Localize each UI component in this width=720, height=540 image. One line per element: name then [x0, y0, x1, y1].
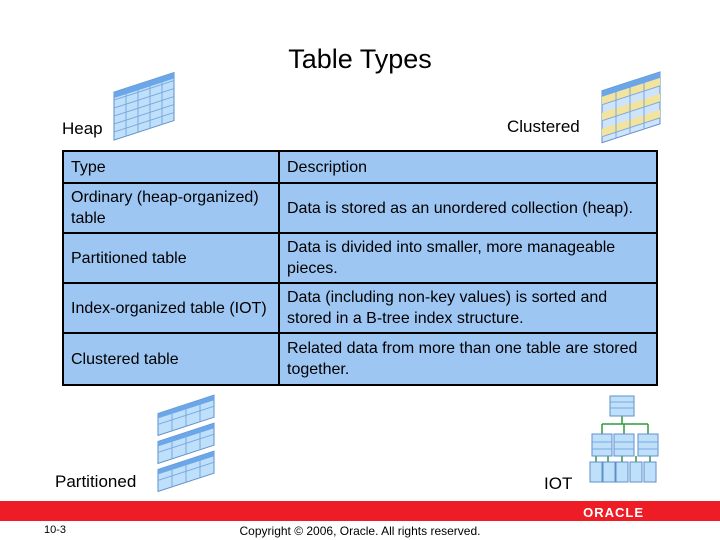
row-type: Ordinary (heap-organized) table: [62, 182, 280, 234]
heap-label: Heap: [62, 119, 103, 138]
table-row: Clustered table Related data from more t…: [62, 332, 658, 386]
table-row: Ordinary (heap-organized) table Data is …: [62, 182, 658, 234]
partitioned-table-icon: [157, 394, 215, 493]
row-type: Index-organized table (IOT): [62, 282, 280, 334]
row-description: Data (including non-key values) is sorte…: [278, 282, 658, 334]
slide-number: 10-3: [44, 524, 67, 536]
row-type: Clustered table: [62, 332, 280, 386]
table-types-grid: Type Description Ordinary (heap-organize…: [62, 150, 658, 386]
table-row: Partitioned table Data is divided into s…: [62, 232, 658, 284]
heap-table-icon: [113, 71, 175, 141]
iot-label: IOT: [544, 474, 573, 493]
copyright-notice: Copyright © 2006, Oracle. All rights res…: [239, 524, 481, 538]
iot-tree-icon: [589, 395, 659, 483]
row-description: Data is stored as an unordered collectio…: [278, 182, 658, 234]
row-description: Data is divided into smaller, more manag…: [278, 232, 658, 284]
footer-bar: [0, 501, 720, 521]
slide-title: Table Types: [288, 44, 432, 74]
header-description: Description: [278, 150, 658, 184]
clustered-label: Clustered: [507, 117, 580, 136]
clustered-table-icon: [601, 71, 661, 144]
oracle-logo: ORACLE: [583, 505, 644, 520]
table-row: Index-organized table (IOT) Data (includ…: [62, 282, 658, 334]
header-type: Type: [62, 150, 280, 184]
table-header-row: Type Description: [62, 150, 658, 184]
row-type: Partitioned table: [62, 232, 280, 284]
partitioned-label: Partitioned: [55, 472, 137, 491]
row-description: Related data from more than one table ar…: [278, 332, 658, 386]
